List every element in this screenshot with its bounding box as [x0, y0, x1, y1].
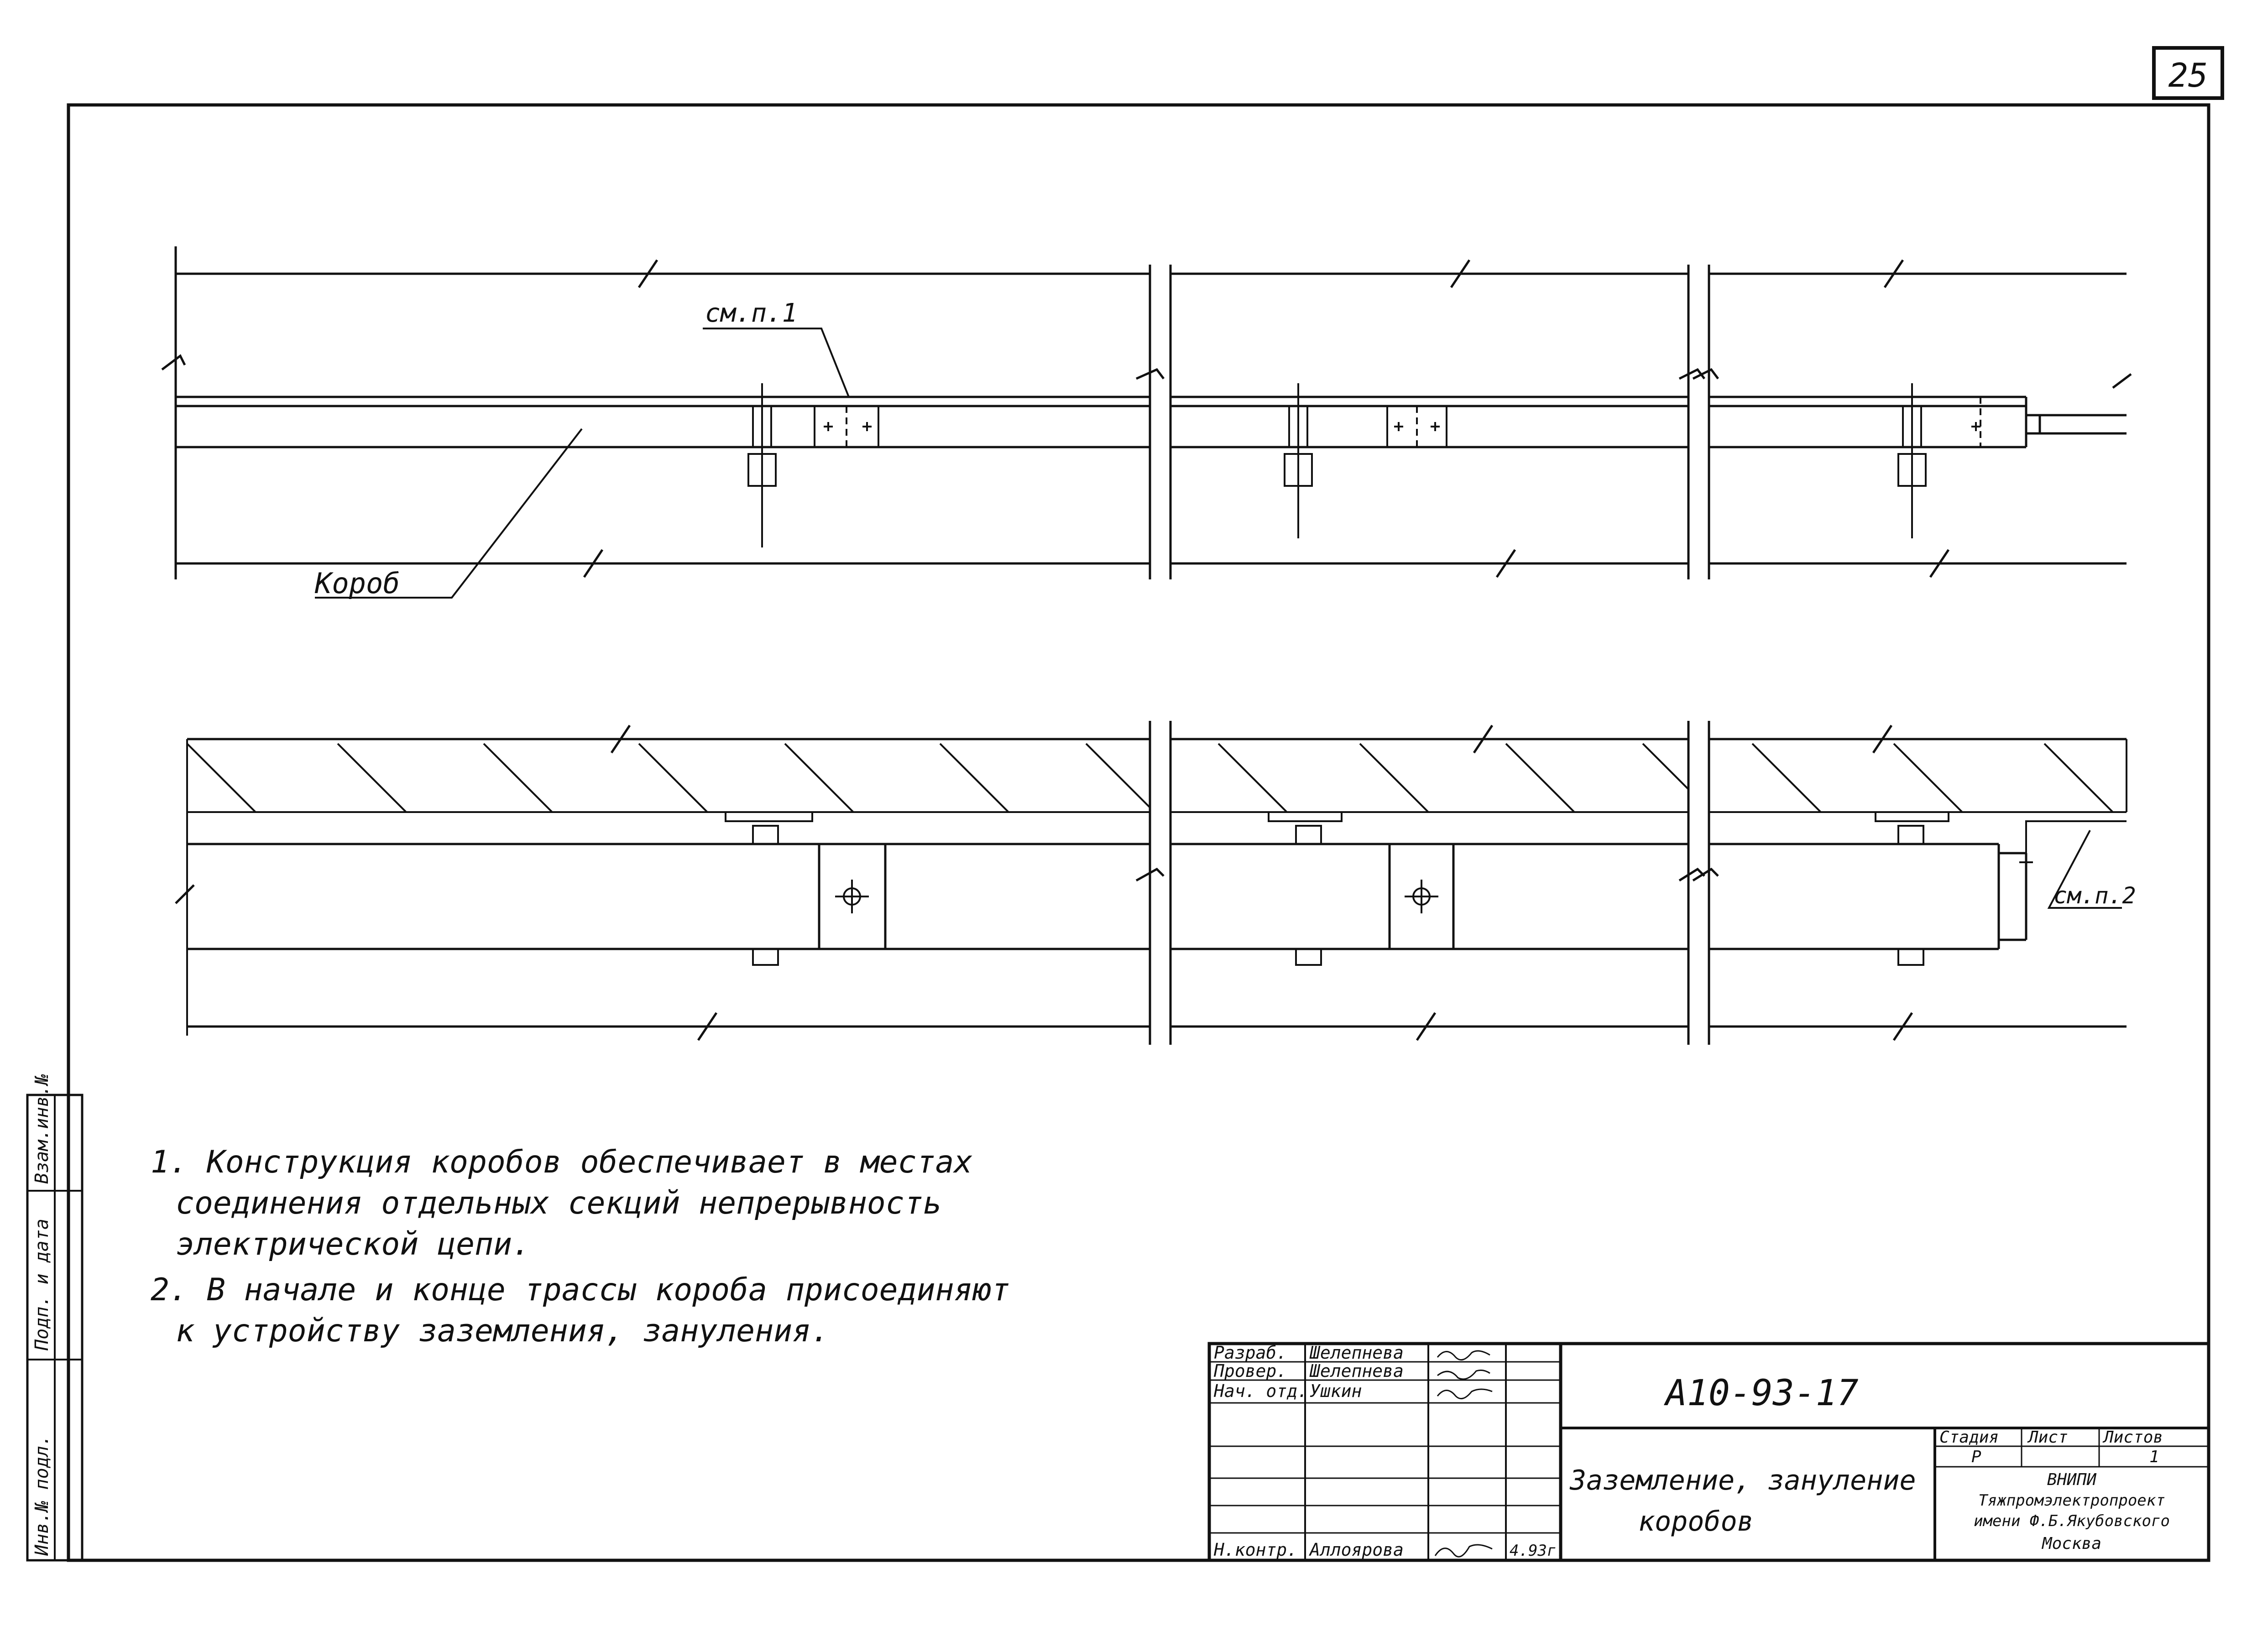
role-department-head: Нач. отд. [1213, 1381, 1308, 1401]
plan-joints [814, 397, 1981, 448]
elevation-bottom-dimension [187, 1012, 2127, 1041]
org-line-3: имени Ф.Б.Якубовского [1974, 1512, 2170, 1530]
drawing-title-line-1: Заземление, зануление [1569, 1464, 1916, 1496]
title-block [1207, 1342, 2210, 1562]
role-developer: Разраб. [1214, 1343, 1287, 1363]
notes: 1. Конструкция коробов обеспечивает в ме… [151, 1144, 1010, 1349]
name-department-head: Ушкин [1310, 1381, 1362, 1401]
side-stamp-sign-date: Подп. и дата [31, 1219, 52, 1351]
side-stamp-replace-inv: Взам.инв.№ [31, 1074, 52, 1184]
stage-value: Р [1971, 1448, 1981, 1466]
grounding-conductor [2025, 820, 2127, 862]
org-line-2: Тяжпромэлектропроект [1978, 1491, 2165, 1510]
document-code: А10-93-17 [1663, 1373, 1859, 1414]
role-checker: Провер. [1213, 1361, 1287, 1381]
plan-section-boundaries [161, 246, 2132, 579]
elevation-box [187, 843, 2027, 950]
role-norm-control: Н.контр. [1213, 1540, 1297, 1560]
elevation-brackets [725, 811, 1949, 966]
see-note-1-leader [703, 328, 850, 397]
box-leader [315, 428, 583, 599]
org-line-1: ВНИПИ [2047, 1470, 2097, 1489]
date-norm-control: 4.93г. [1510, 1542, 1566, 1560]
sheet-number-box: 25 [2152, 46, 2224, 100]
name-checker: Шелепнева [1309, 1361, 1404, 1381]
see-note-1-label: см.п.1 [705, 298, 797, 328]
note-1-line-2: соединения отдельных секций непрерывност… [176, 1185, 942, 1221]
name-developer: Шелепнева [1309, 1343, 1404, 1363]
signatures [1434, 1350, 1493, 1558]
name-norm-control: Аллоярова [1309, 1540, 1404, 1560]
note-2-line-1: 2. В начале и конце трассы короба присое… [151, 1272, 1010, 1308]
sheets-header: Листов [2102, 1428, 2163, 1447]
stage-header: Стадия [1939, 1428, 1999, 1447]
plan-top-dimension [176, 259, 2127, 288]
side-stamp-inv-no: Инв.№ подл. [31, 1435, 52, 1556]
elevation-view [175, 721, 2127, 1045]
elevation-top-dimension [187, 724, 2127, 754]
drawing-title-line-2: коробов [1638, 1506, 1754, 1537]
sheet-header: Лист [2027, 1428, 2068, 1447]
wall-hatching [186, 739, 2127, 1036]
plan-view [161, 246, 2132, 599]
plan-supports [747, 383, 1927, 547]
plan-bottom-dimension [176, 549, 2127, 578]
sheets-value: 1 [2149, 1448, 2159, 1466]
note-1-line-3: электрической цепи. [176, 1226, 531, 1262]
plan-box-strips [176, 396, 2127, 448]
org-line-4: Москва [2041, 1534, 2101, 1553]
see-note-2-label: см.п.2 [2053, 882, 2136, 909]
grounding-bolts [835, 880, 1438, 913]
elevation-section-boundaries [175, 721, 1719, 1045]
see-note-2-leader [2047, 830, 2122, 909]
note-1-line-1: 1. Конструкция коробов обеспечивает в ме… [151, 1144, 972, 1180]
side-stamp: Инв.№ подл. Подп. и дата Взам.инв.№ [26, 1074, 84, 1562]
note-2-line-2: к устройству заземления, зануления. [176, 1313, 830, 1349]
sheet-number: 25 [2168, 56, 2208, 94]
box-label: Короб [314, 567, 400, 600]
